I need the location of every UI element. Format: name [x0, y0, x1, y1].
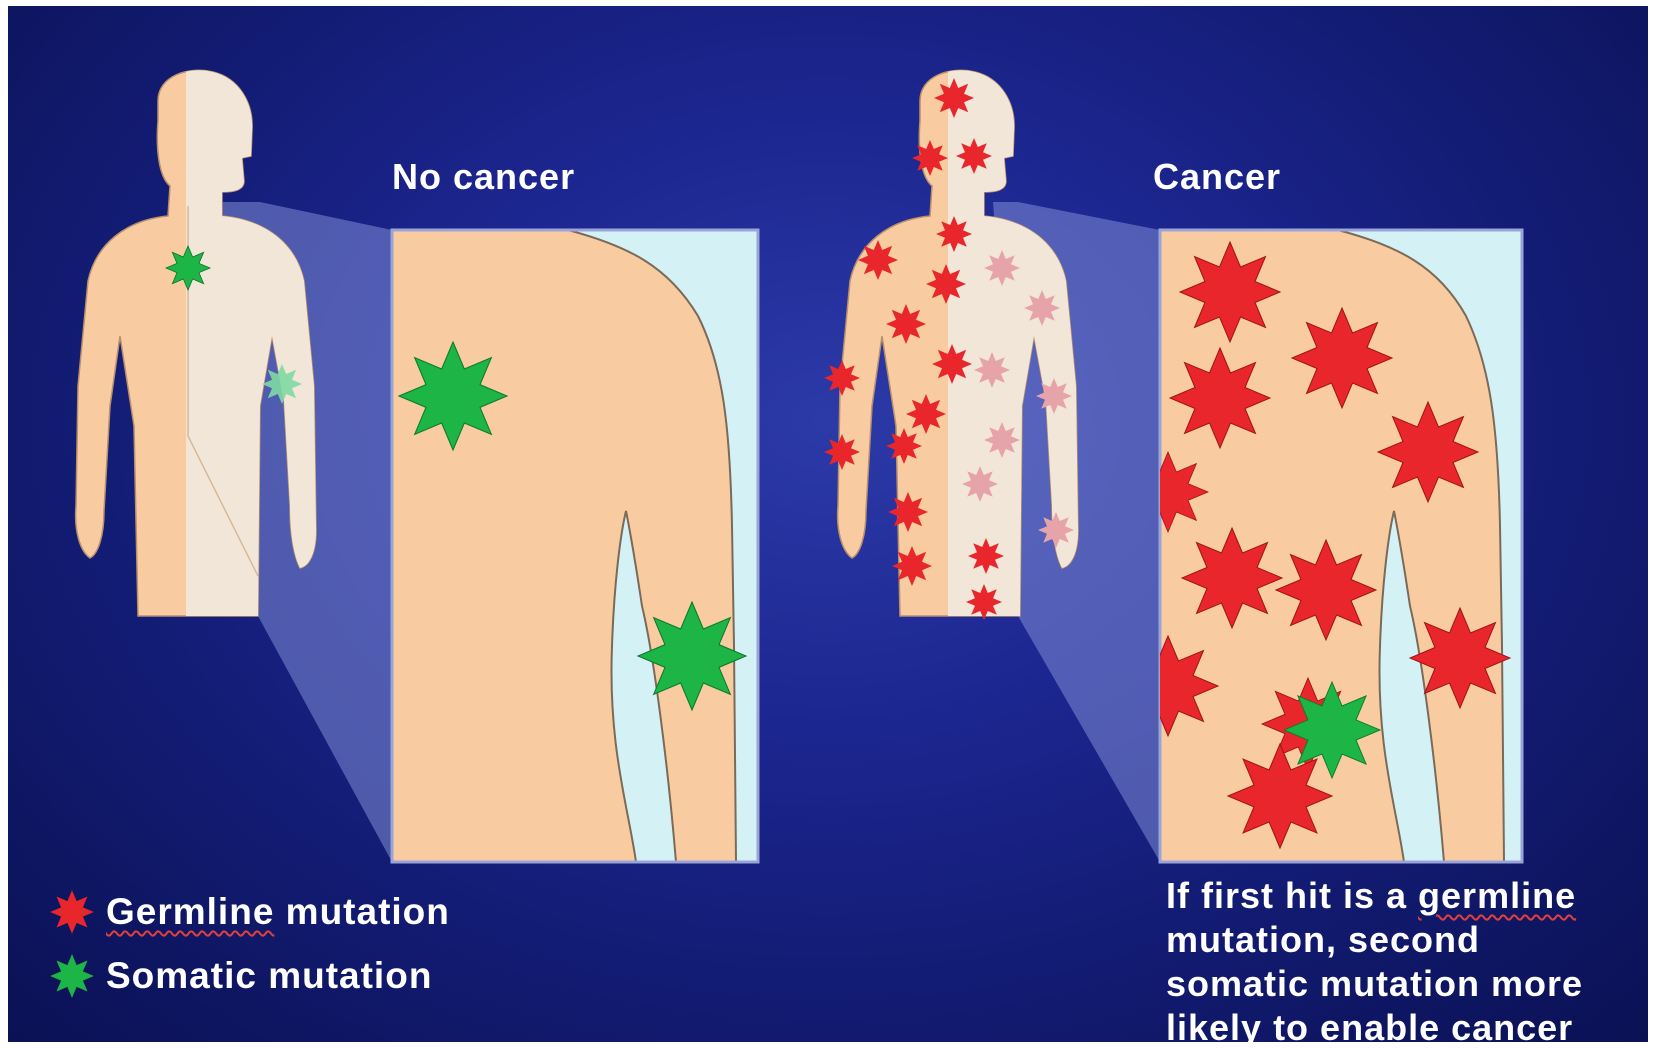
germline-star-icon — [48, 888, 96, 936]
somatic-mutation-star — [399, 342, 507, 450]
legend-somatic: Somatic mutation — [48, 952, 432, 1000]
panel-title-no-cancer: No cancer — [392, 156, 575, 198]
legend-germline-label: Germline mutation — [106, 891, 450, 933]
somatic-mutation-star — [1284, 682, 1380, 778]
panel-title-cancer: Cancer — [1153, 156, 1281, 198]
somatic-mutation-star — [262, 364, 302, 404]
diagram-slide: No cancer Cancer Germline mutation Somat… — [8, 6, 1648, 1042]
somatic-mutation-star — [166, 246, 210, 290]
somatic-mutation-star — [638, 602, 746, 710]
legend-germline: Germline mutation — [48, 888, 450, 936]
legend-somatic-label: Somatic mutation — [106, 955, 432, 997]
somatic-star-icon — [48, 952, 96, 1000]
caption-text: If first hit is a germline mutation, sec… — [1166, 874, 1644, 1042]
zoom-box-no-cancer — [392, 230, 758, 862]
